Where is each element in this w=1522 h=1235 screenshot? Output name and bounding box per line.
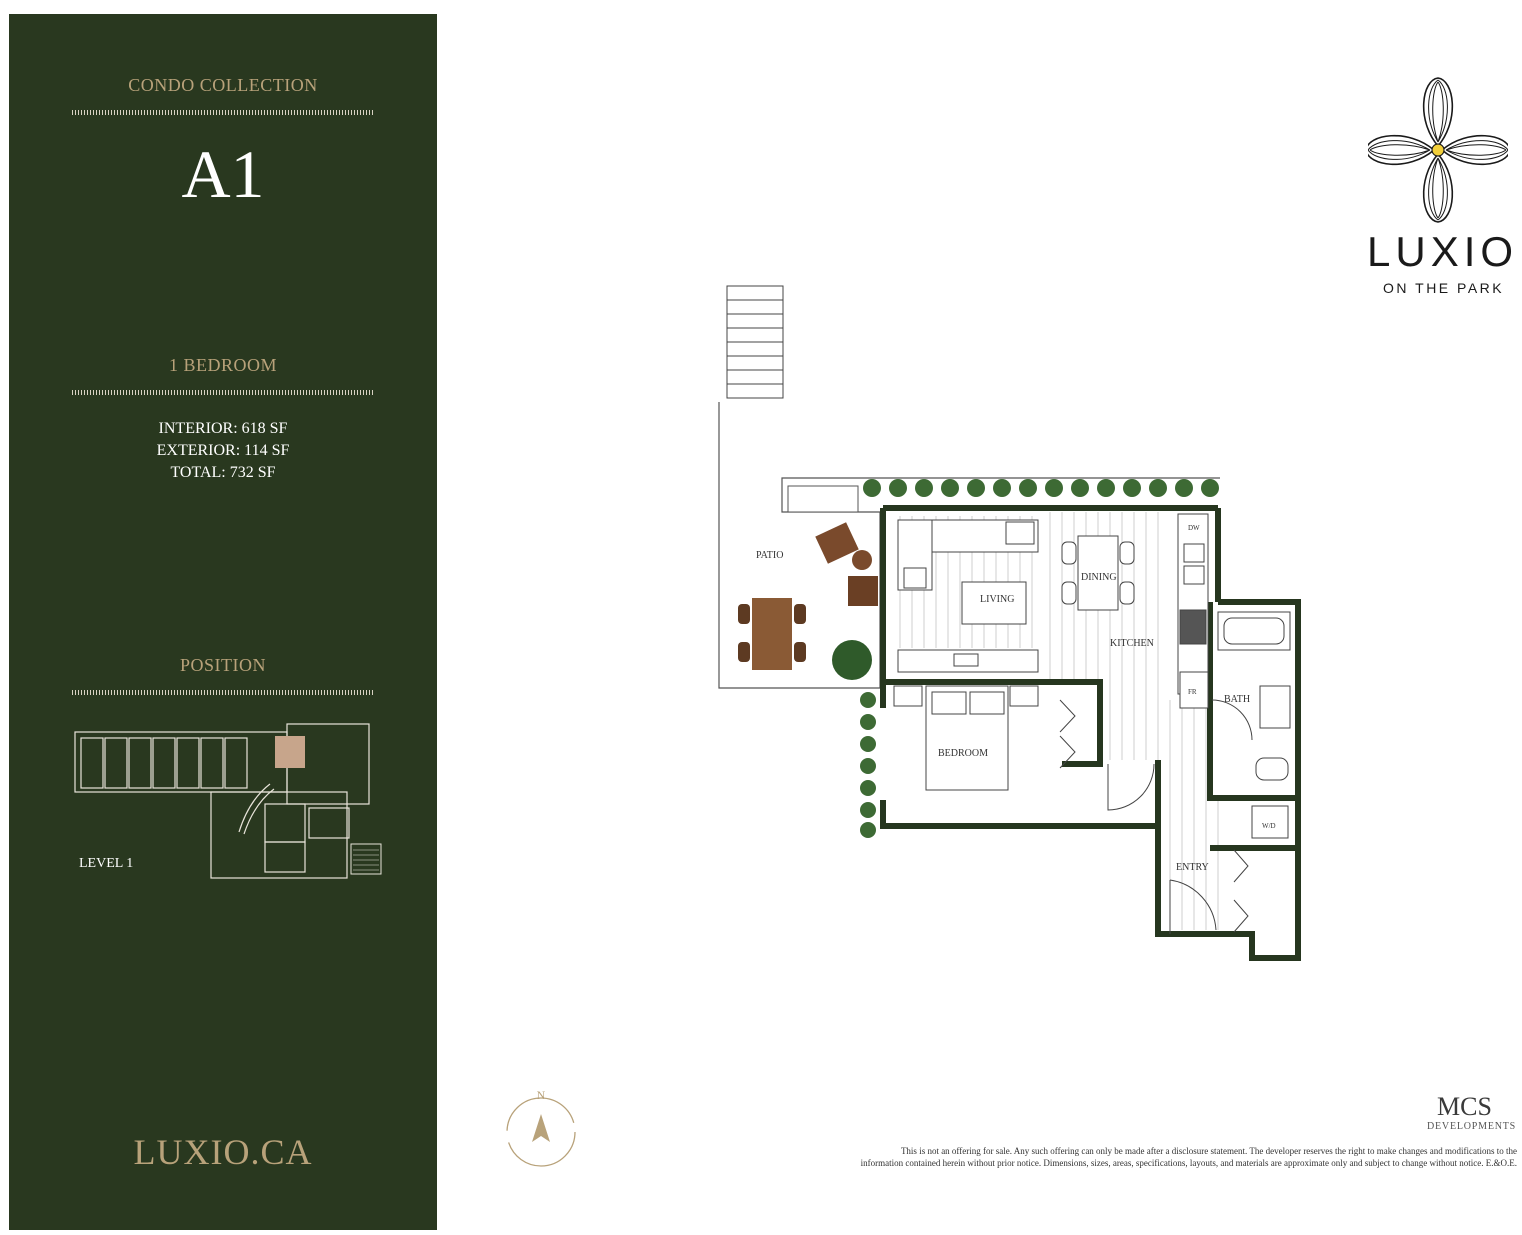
collection-heading: CONDO COLLECTION: [128, 75, 318, 95]
disclaimer-line-1: This is not an offering for sale. Any su…: [900, 1146, 1517, 1156]
room-label-bedroom: BEDROOM: [938, 748, 988, 759]
dogwood-flower-icon: [1368, 77, 1508, 223]
compass-north-label: N: [537, 1088, 546, 1102]
divider: [72, 110, 374, 115]
unit-title: A1: [181, 136, 265, 212]
floor-plan: PATIO LIVING DINING KITCHEN BEDROOM BATH…: [718, 285, 1301, 961]
patio-stairs: [726, 285, 784, 399]
doors: [1059, 699, 1253, 934]
room-label-patio: PATIO: [756, 550, 783, 561]
appliance-label-washer-dryer: W/D: [1262, 822, 1276, 830]
dining-furniture: [1061, 535, 1135, 611]
room-label-living: LIVING: [980, 594, 1014, 605]
unit-walls: [880, 505, 1301, 961]
appliance-label-dishwasher: DW: [1188, 524, 1200, 532]
divider: [72, 390, 374, 395]
position-heading: POSITION: [179, 655, 266, 675]
room-label-dining: DINING: [1081, 572, 1117, 583]
disclaimer-line-2: information contained herein without pri…: [860, 1158, 1517, 1168]
highlighted-unit: [275, 736, 305, 768]
hedge-plants: [832, 479, 1219, 838]
bedroom-furniture: [893, 685, 1039, 791]
interior-area: INTERIOR: 618 SF: [158, 420, 288, 437]
website-link[interactable]: LUXIO.CA: [133, 1132, 313, 1172]
exterior-area: EXTERIOR: 114 SF: [156, 442, 290, 459]
room-label-kitchen: KITCHEN: [1110, 638, 1154, 649]
patio-planter: [787, 485, 859, 513]
legal-disclaimer: This is not an offering for sale. Any su…: [757, 1145, 1517, 1169]
appliance-label-fridge: FR: [1188, 688, 1197, 696]
brand-tagline: ON THE PARK: [1383, 280, 1505, 296]
bedroom-count: 1 BEDROOM: [168, 355, 277, 375]
room-label-bath: BATH: [1224, 694, 1250, 705]
brand-name: LUXIO: [1367, 228, 1519, 275]
key-plan-diagram: [74, 723, 382, 879]
level-label: LEVEL 1: [79, 856, 134, 871]
compass-icon: N: [506, 1088, 576, 1167]
divider: [72, 690, 374, 695]
room-label-entry: ENTRY: [1176, 862, 1209, 873]
kitchen-counter: [1177, 513, 1209, 709]
developer-name: MCS: [1437, 1092, 1492, 1121]
patio-furniture: [738, 522, 878, 670]
total-area: TOTAL: 732 SF: [170, 464, 276, 481]
bathroom-fixtures: [1217, 611, 1291, 839]
info-sidebar: CONDO COLLECTION A1 1 BEDROOM INTERIOR: …: [9, 14, 437, 1230]
developer-sub: DEVELOPMENTS: [1427, 1121, 1517, 1132]
living-furniture: [897, 519, 1039, 673]
